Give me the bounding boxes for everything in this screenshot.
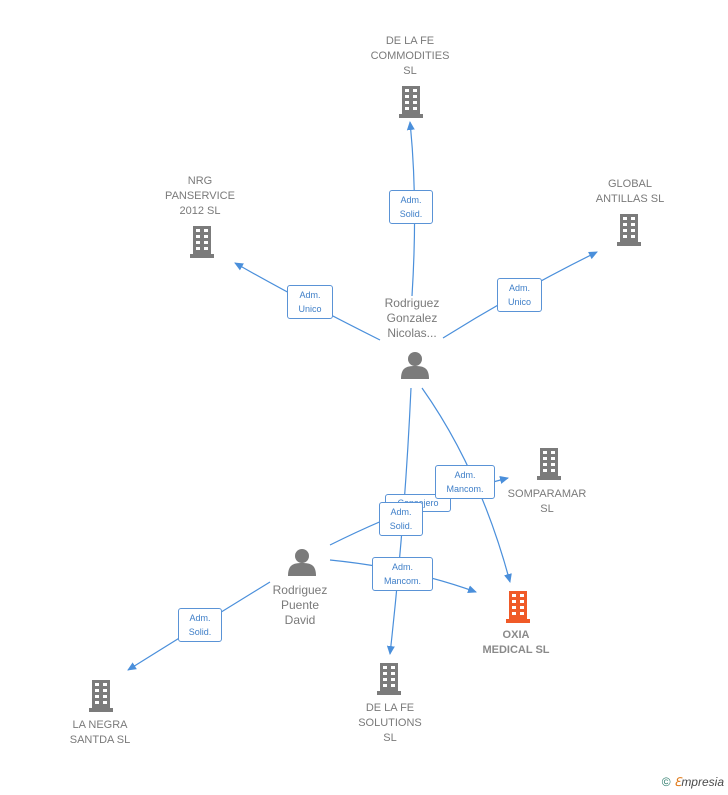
node-label-de-la-fe-commodities[interactable]: DE LA FE COMMODITIES SL — [370, 35, 450, 77]
edge-label-la-negra[interactable]: Adm. Solid. — [178, 608, 222, 642]
person-icon[interactable] — [401, 352, 429, 379]
edge-label-commodities[interactable]: Adm. Solid. — [389, 190, 433, 224]
node-label-global-antillas[interactable]: GLOBAL ANTILLAS SL — [595, 178, 665, 205]
node-label-de-la-fe-solutions[interactable]: DE LA FE SOLUTIONS SL — [358, 702, 422, 744]
empresia-logo-icon: ℇ — [673, 775, 682, 789]
node-label-nrg-panservice[interactable]: NRG PANSERVICE 2012 SL — [165, 175, 235, 217]
node-label-oxia-medical[interactable]: OXIA MEDICAL SL — [482, 629, 550, 656]
building-icon[interactable] — [89, 680, 113, 712]
brand-name: mpresia — [681, 775, 724, 789]
edge-label-global[interactable]: Adm. Unico — [497, 278, 542, 312]
building-icon[interactable] — [537, 448, 561, 480]
edge-label-oxia-mancom-nicolas[interactable]: Adm. Mancom. — [435, 465, 495, 499]
node-label-somparamar[interactable]: SOMPARAMAR SL — [507, 488, 587, 515]
building-icon[interactable] — [190, 226, 214, 258]
node-label-rodriguez-gonzalez[interactable]: Rodriguez Gonzalez Nicolas... — [384, 296, 440, 340]
copyright-footer: © ℇmpresia — [662, 775, 724, 789]
edge-label-solutions[interactable]: Adm. Solid. — [379, 502, 423, 536]
copyright-icon: © — [661, 775, 671, 789]
edge-label-nrg[interactable]: Adm. Unico — [287, 285, 333, 319]
person-icon[interactable] — [288, 549, 316, 576]
building-icon[interactable] — [506, 591, 530, 623]
node-label-la-negra-santda[interactable]: LA NEGRA SANTDA SL — [69, 719, 131, 746]
building-icon[interactable] — [377, 663, 401, 695]
building-icon[interactable] — [617, 214, 641, 246]
edge-label-oxia-mancom-david[interactable]: Adm. Mancom. — [372, 557, 433, 591]
node-label-rodriguez-puente[interactable]: Rodriguez Puente David — [272, 583, 328, 627]
building-icon[interactable] — [399, 86, 423, 118]
